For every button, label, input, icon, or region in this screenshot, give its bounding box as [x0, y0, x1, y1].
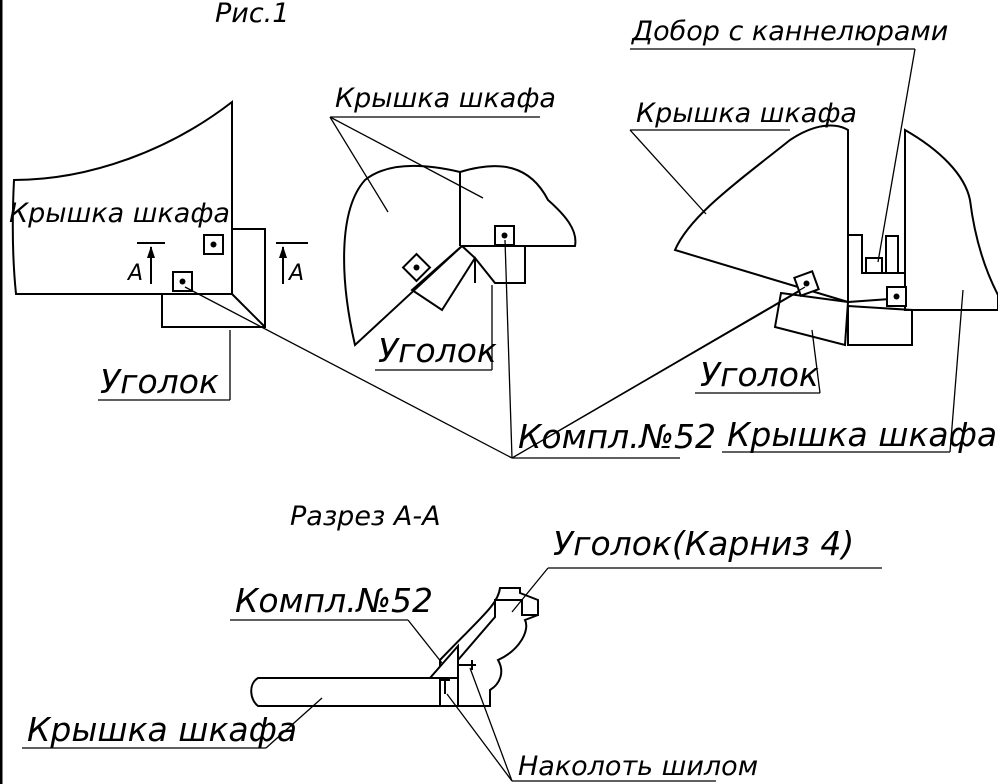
section-mark-left-arrow: [147, 246, 155, 258]
detail-3-corner-leader: [811, 329, 821, 394]
section-cornice-profile: [439, 587, 539, 707]
detail-1: А А Крышка шкафа Уголок: [9, 99, 308, 401]
detail-2-lid-label: Крышка шкафа: [335, 83, 556, 114]
kit-leader-right-b: [511, 290, 801, 459]
detail-3-kit-dot-b: [893, 293, 900, 300]
section-cornice-leader: [511, 567, 549, 613]
detail-1-lid: [11, 99, 233, 295]
section-title: Разрез А-А: [290, 501, 441, 532]
detail-3-lid-bottom-leader: [949, 289, 964, 453]
detail-2: Крышка шкафа Уголок: [329, 83, 577, 371]
section-mark-right-letter: А: [287, 261, 304, 286]
detail-1-miter-line: [231, 293, 266, 328]
detail-3-lid-bottom-label: Крышка шкафа: [727, 415, 997, 454]
detail-3-corner-label: Уголок: [700, 355, 819, 394]
detail-2-corner-profile: [410, 245, 526, 312]
section-lid-leader: [265, 697, 323, 749]
detail-2-corner-inner: [461, 245, 476, 259]
kit-leader-left: [184, 286, 513, 459]
section-awl-leader-b: [469, 667, 513, 782]
detail-3-filler-label: Добор с каннелюрами: [631, 16, 948, 47]
detail-3-kit-dot-a: [803, 280, 810, 287]
detail-3-corner-left: [773, 291, 850, 347]
detail-1-lid-label: Крышка шкафа: [9, 198, 230, 229]
section-mark-left-letter: А: [126, 261, 143, 286]
kit-label: Компл.№52: [518, 417, 716, 456]
kit-leader-middle: [504, 239, 513, 459]
detail-3-filler-groove-b: [885, 235, 899, 274]
detail-3-lid-leader: [629, 129, 707, 215]
detail-3-corner-right: [847, 304, 913, 346]
section-cornice-label: Уголок(Карниз 4): [553, 524, 854, 563]
detail-3-filler-leader: [877, 48, 916, 263]
section-mark-right-arrow: [279, 246, 287, 258]
section-aa: Разрез А-А Уголок(Карниз 4) Компл.№52 Кр…: [22, 501, 882, 782]
detail-2-kit-dot-a: [501, 232, 508, 239]
detail-3-lid-label: Крышка шкафа: [636, 98, 857, 129]
detail-3-filler-groove-a: [865, 257, 883, 274]
detail-2-lid-leader-a: [329, 116, 389, 213]
detail-1-kit-dot-a: [210, 241, 217, 248]
detail-2-corner-label: Уголок: [378, 331, 497, 370]
detail-2-lid: [343, 164, 577, 347]
figure-title: Рис.1: [215, 0, 289, 29]
detail-3: Добор с каннелюрами Крышка шкафа Уголок …: [629, 16, 998, 454]
detail-2-lid-leader-b: [329, 116, 484, 199]
detail-2-kit-dot-b: [413, 264, 420, 271]
kit-callout: Компл.№52: [184, 239, 806, 459]
detail-1-corner-label: Уголок: [100, 362, 219, 401]
detail-1-kit-dot-b: [179, 278, 186, 285]
section-lid-plank: [250, 677, 441, 707]
section-awl-leader-a: [446, 693, 513, 782]
section-kit-leader: [407, 619, 443, 664]
section-kit-label: Компл.№52: [235, 581, 433, 620]
section-lid-label: Крышка шкафа: [27, 710, 297, 749]
section-kit-triangle: [427, 643, 459, 679]
section-cornice-front: [458, 614, 539, 707]
section-awl-label: Наколоть шилом: [518, 751, 758, 782]
detail-3-lid-left: [673, 124, 849, 304]
detail-3-lid-right: [904, 128, 998, 311]
